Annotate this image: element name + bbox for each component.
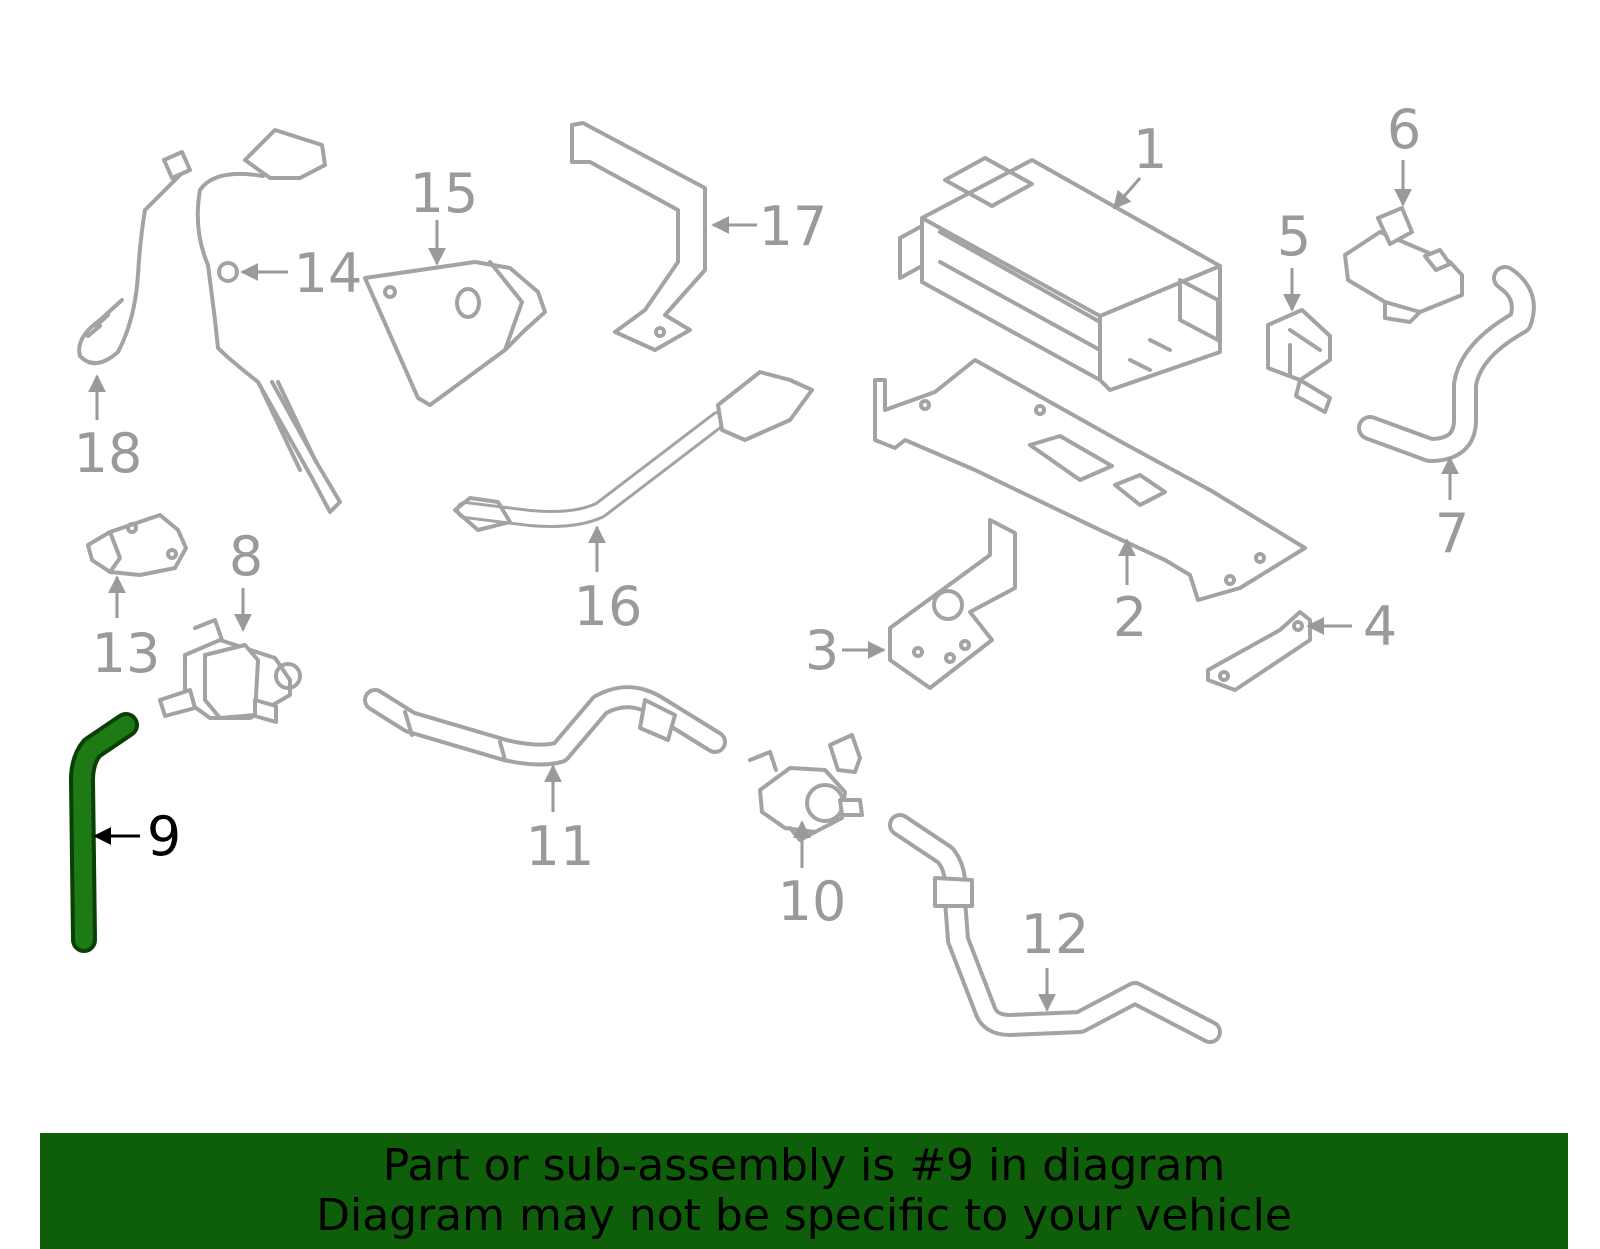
callout-6: 6: [1387, 98, 1421, 161]
callout-4: 4: [1363, 595, 1397, 658]
callout-11: 11: [526, 815, 595, 878]
callout-1: 1: [1133, 118, 1167, 181]
part-17-bracket[interactable]: [570, 121, 707, 352]
leader-1: [1112, 177, 1142, 210]
callout-15: 15: [410, 162, 479, 225]
callout-14: 14: [294, 242, 363, 305]
part-13-sensor[interactable]: [86, 513, 188, 577]
part-2-bracket[interactable]: [873, 358, 1307, 602]
callout-10: 10: [778, 870, 847, 933]
callout-16: 16: [574, 575, 643, 638]
part-3-bracket[interactable]: [888, 518, 1017, 690]
part-8-valve[interactable]: [158, 618, 302, 724]
callout-3: 3: [805, 619, 839, 682]
part-16-sensor[interactable]: [453, 370, 814, 532]
part-11-hose[interactable]: [363, 685, 727, 767]
part-1-canister[interactable]: [898, 156, 1222, 392]
part-7-hose[interactable]: [1357, 265, 1536, 463]
part-6-valve[interactable]: [1343, 206, 1464, 324]
callout-5: 5: [1277, 205, 1311, 268]
part-18-wire[interactable]: [77, 150, 192, 365]
part-10-valve[interactable]: [748, 733, 864, 842]
banner-line-disclaimer: Diagram may not be specific to your vehi…: [316, 1190, 1292, 1241]
part-4-bracket[interactable]: [1206, 610, 1312, 692]
part-12-hose[interactable]: [888, 813, 1222, 1044]
part-14-sensor[interactable]: [195, 128, 342, 514]
part-5-sensor[interactable]: [1266, 308, 1332, 414]
part-15-shield[interactable]: [363, 260, 547, 407]
callout-17: 17: [759, 195, 828, 258]
callout-12: 12: [1021, 903, 1090, 966]
callout-9: 9: [147, 805, 181, 868]
callout-2: 2: [1113, 586, 1147, 649]
banner-line-part: Part or sub-assembly is #9 in diagram: [382, 1140, 1226, 1191]
callout-7: 7: [1435, 502, 1469, 565]
callout-8: 8: [229, 525, 263, 588]
part-9-hose[interactable]: [69, 712, 139, 953]
callout-13: 13: [92, 622, 161, 685]
info-banner: Part or sub-assembly is #9 in diagram Di…: [40, 1133, 1568, 1249]
callout-18: 18: [74, 422, 143, 485]
